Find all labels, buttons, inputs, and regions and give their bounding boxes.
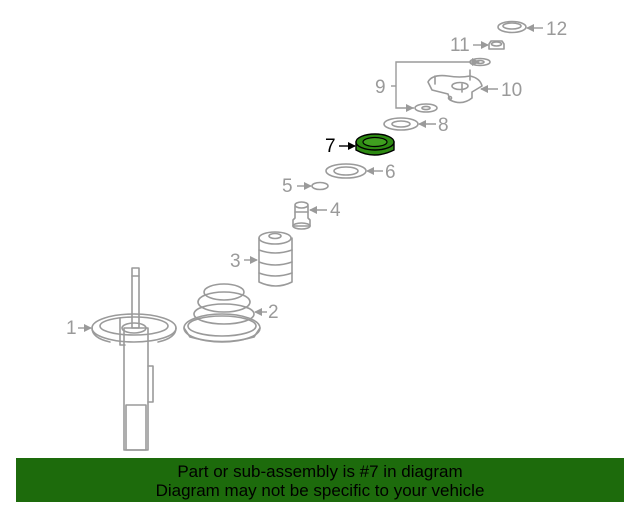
callout-5: 5 xyxy=(282,176,293,197)
callout-11: 11 xyxy=(450,35,470,56)
info-banner: Part or sub-assembly is #7 in diagram Di… xyxy=(16,458,624,502)
callout-6: 6 xyxy=(385,162,396,183)
callout-2: 2 xyxy=(268,302,279,323)
bearing-highlighted xyxy=(355,133,395,156)
kit-washer-lower xyxy=(414,103,438,113)
callout-12: 12 xyxy=(546,19,567,40)
banner-line-part: Part or sub-assembly is #7 in diagram xyxy=(177,462,463,481)
nut xyxy=(488,40,505,50)
callout-9-bracket xyxy=(395,61,472,109)
callout-7: 7 xyxy=(325,136,336,157)
cap xyxy=(497,20,527,34)
jounce-bumper xyxy=(292,201,311,230)
lower-washer xyxy=(325,163,367,179)
parts-diagram: 1 2 3 4 5 6 7 8 9 10 11 12 xyxy=(66,19,567,451)
callout-10: 10 xyxy=(501,80,522,101)
small-ring xyxy=(311,181,329,191)
callout-8: 8 xyxy=(438,115,449,136)
bump-stop xyxy=(258,231,293,287)
callout-9: 9 xyxy=(375,77,386,98)
coil-spring xyxy=(183,283,261,343)
strut-mount xyxy=(427,69,483,104)
callout-1: 1 xyxy=(66,318,77,339)
upper-washer xyxy=(383,117,419,131)
callout-4: 4 xyxy=(330,200,341,221)
callout-3: 3 xyxy=(230,251,241,272)
banner-line-disclaimer: Diagram may not be specific to your vehi… xyxy=(155,481,485,500)
strut-assembly xyxy=(91,267,177,451)
